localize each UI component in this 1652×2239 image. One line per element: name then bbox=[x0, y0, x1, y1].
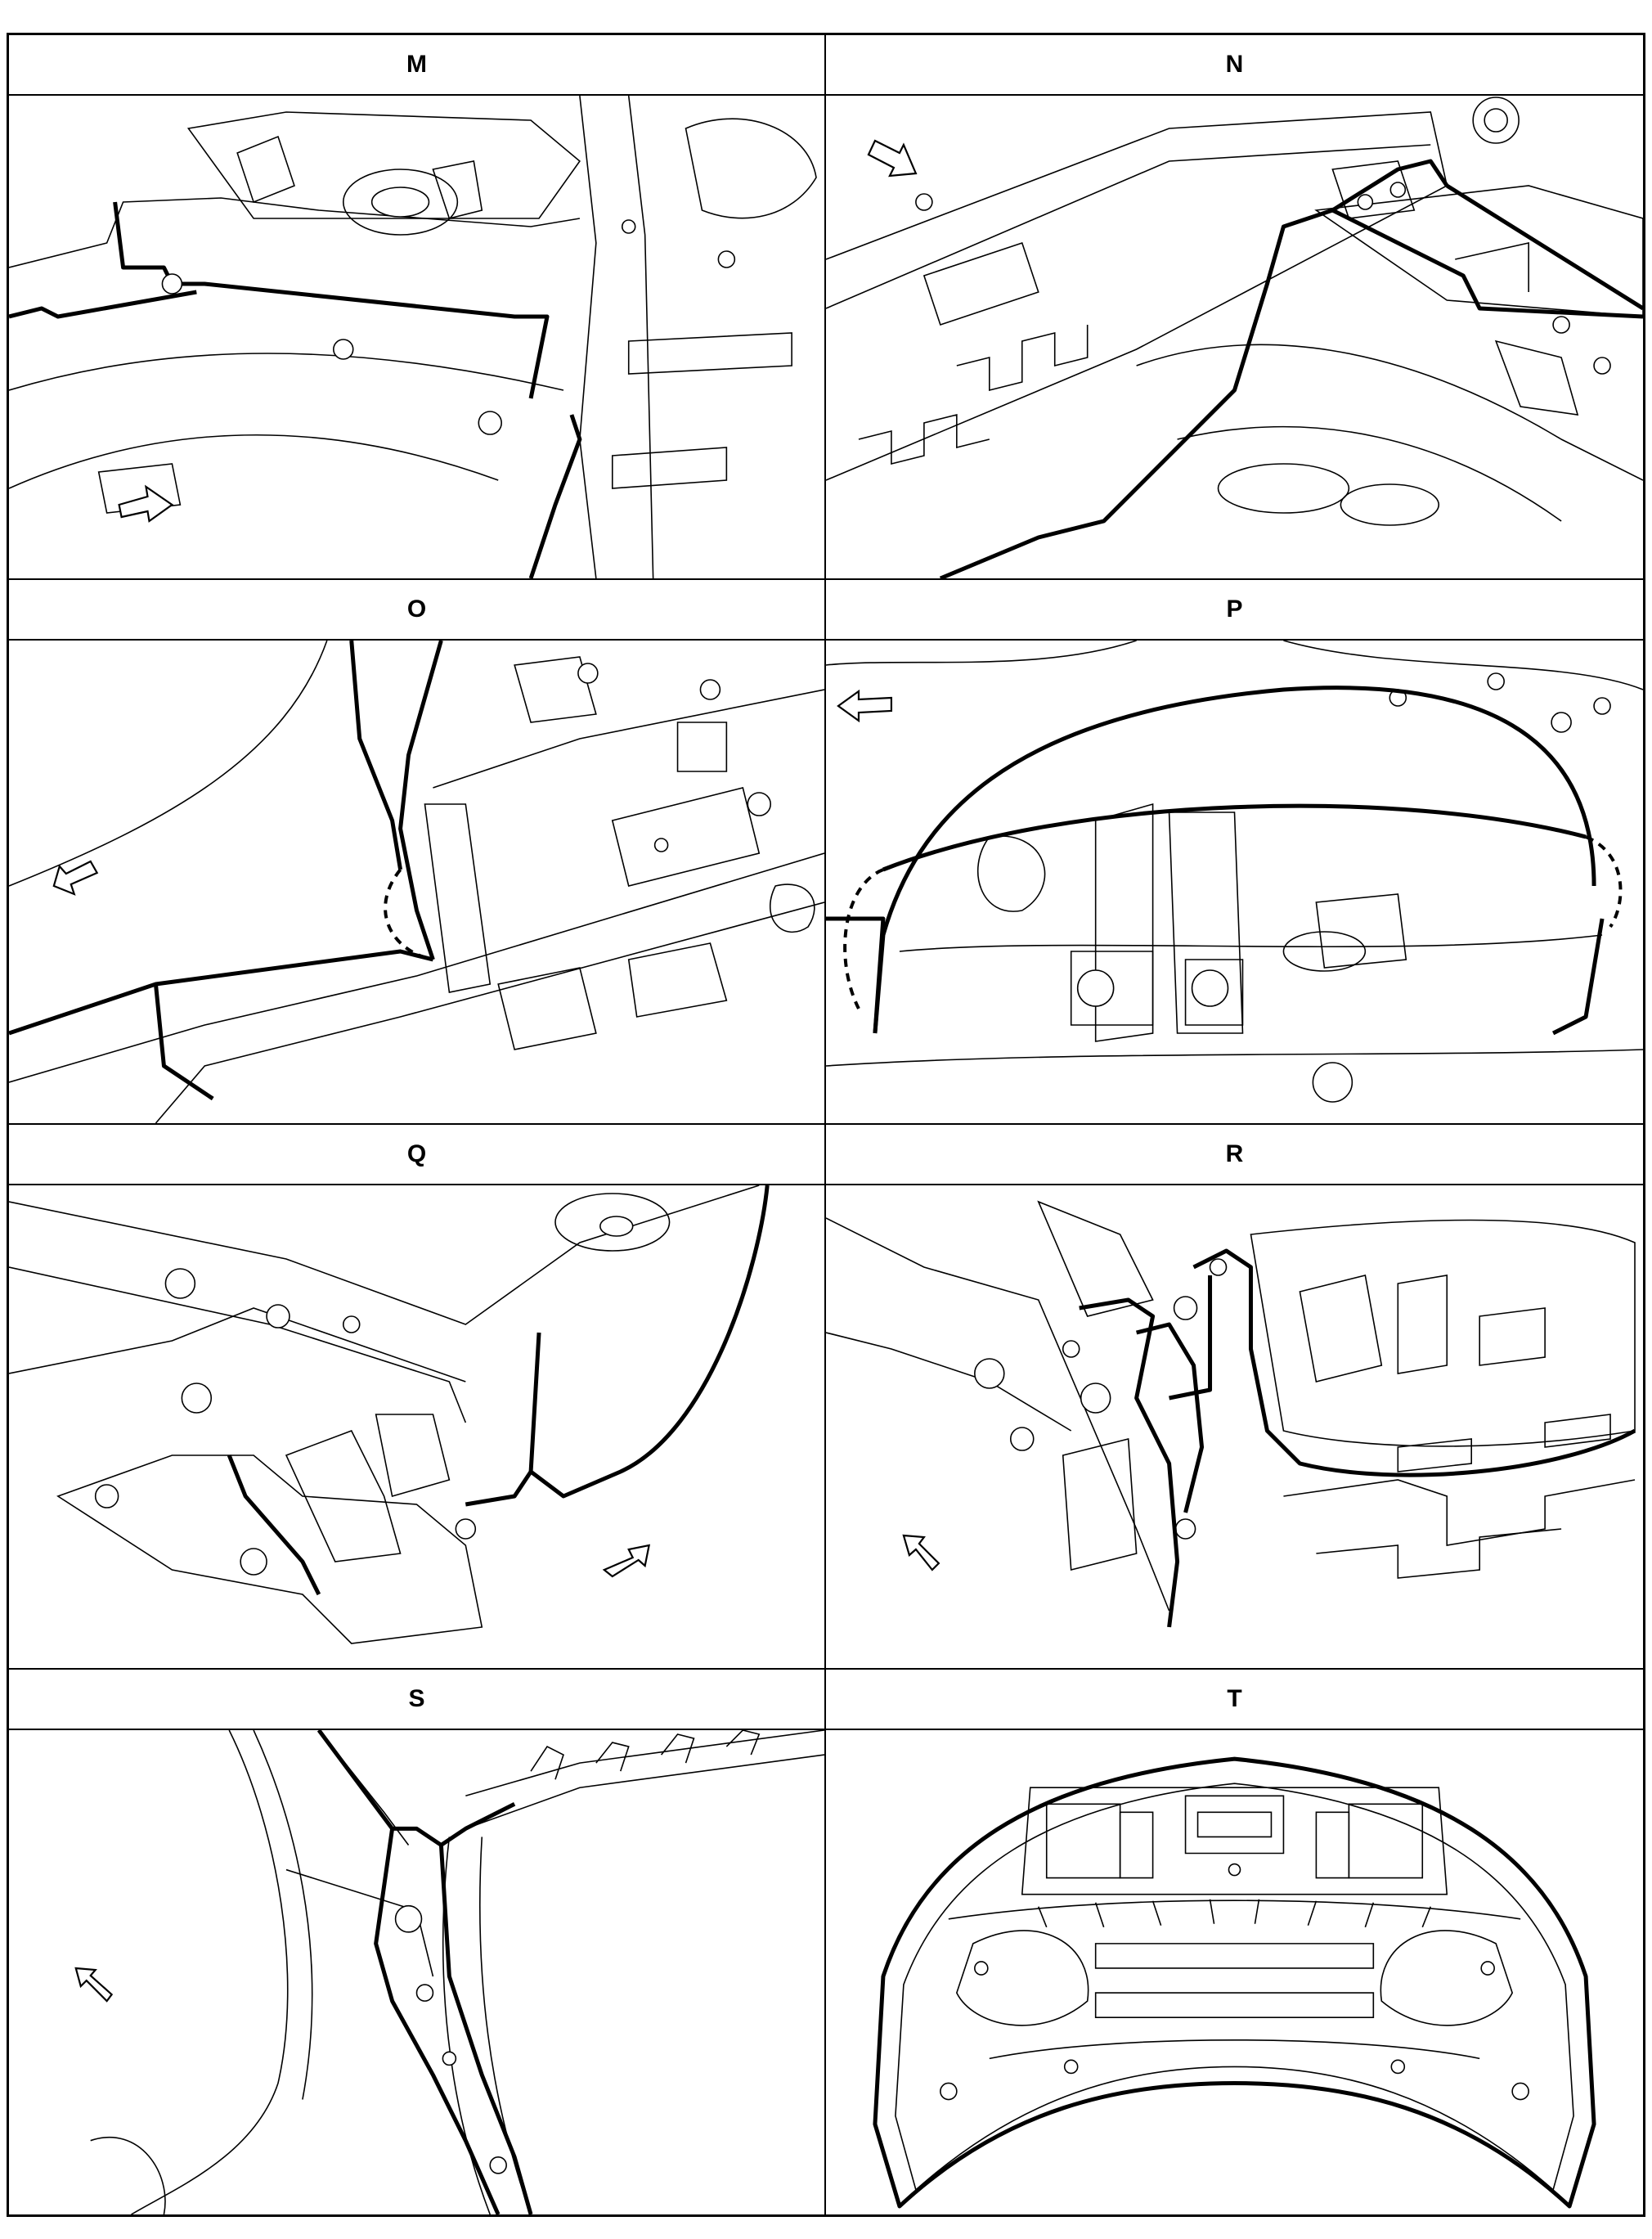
panel-o-drawing bbox=[9, 641, 824, 1123]
panel-r-drawing bbox=[826, 1185, 1643, 1668]
panel-o-illustration bbox=[9, 641, 824, 1123]
panel-r: R bbox=[826, 1125, 1643, 1670]
panel-t-illustration bbox=[873, 1756, 1596, 2209]
panel-q-label: Q bbox=[9, 1125, 824, 1185]
panel-r-label: R bbox=[826, 1125, 1643, 1185]
direction-arrow-icon bbox=[74, 1967, 114, 2003]
panel-m: M bbox=[9, 35, 826, 580]
panel-m-label: M bbox=[9, 35, 824, 96]
panel-n-label: N bbox=[826, 35, 1643, 96]
panel-n-illustration bbox=[826, 97, 1643, 578]
panel-n: N bbox=[826, 35, 1643, 580]
panel-q: Q bbox=[9, 1125, 826, 1670]
panel-n-drawing bbox=[826, 96, 1643, 578]
panel-q-drawing bbox=[9, 1185, 824, 1668]
direction-arrow-icon bbox=[52, 860, 99, 896]
panel-m-drawing bbox=[9, 96, 824, 578]
panel-t-drawing bbox=[826, 1730, 1643, 2214]
panel-p-illustration bbox=[826, 641, 1643, 1103]
panel-s-drawing bbox=[9, 1730, 824, 2214]
panel-p-drawing bbox=[826, 641, 1643, 1123]
panel-s: S bbox=[9, 1670, 826, 2214]
direction-arrow-icon bbox=[867, 139, 918, 178]
panel-t-label: T bbox=[826, 1670, 1643, 1730]
panel-s-label: S bbox=[9, 1670, 824, 1730]
direction-arrow-icon bbox=[118, 484, 174, 523]
direction-arrow-icon bbox=[602, 1544, 651, 1578]
panel-s-illustration bbox=[74, 1730, 824, 2214]
diagram-sheet: M bbox=[7, 33, 1645, 2217]
panel-t: T bbox=[826, 1670, 1643, 2214]
panel-p: P bbox=[826, 580, 1643, 1125]
panel-o-label: O bbox=[9, 580, 824, 641]
panel-p-label: P bbox=[826, 580, 1643, 641]
panel-r-illustration bbox=[826, 1200, 1636, 1628]
direction-arrow-icon bbox=[902, 1534, 940, 1571]
panel-m-illustration bbox=[9, 96, 817, 578]
panel-o: O bbox=[9, 580, 826, 1125]
direction-arrow-icon bbox=[837, 689, 893, 723]
panel-q-illustration bbox=[9, 1185, 770, 1644]
